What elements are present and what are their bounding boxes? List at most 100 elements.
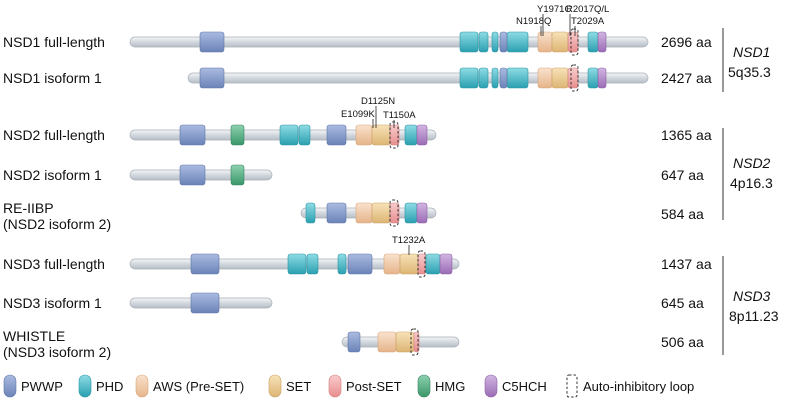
- group-locus-nsd1: 5q35.3: [728, 64, 771, 80]
- legend-swatch: [566, 374, 578, 398]
- mutation-t1232a: T1232A: [392, 235, 426, 246]
- domain-pwwp: [347, 253, 373, 275]
- protein-backbone: [187, 72, 649, 84]
- domain-pwwp: [199, 67, 225, 89]
- mutation-r2017ql: R2017Q/L: [566, 4, 609, 15]
- protein-bar-nsd3-iso1: [129, 292, 273, 314]
- protein-bar-whistle: [341, 328, 460, 356]
- protein-bar-nsd1-iso1: [187, 64, 649, 92]
- domain-c5hch: [416, 202, 428, 224]
- domain-phd: [491, 67, 499, 89]
- group-gene-nsd2: NSD2: [733, 155, 771, 171]
- protein-label-nsd3-full: NSD3 full-length: [3, 256, 105, 272]
- legend: PWWP PHD AWS (Pre-SET) SET Post-SET HMG C5HCH A…: [3, 374, 694, 398]
- domain-postset: [567, 31, 579, 53]
- domain-phd: [404, 124, 418, 146]
- legend-label: PWWP: [21, 379, 63, 394]
- legend-label: Auto-inhibitory loop: [583, 379, 694, 394]
- domain-phd: [478, 67, 489, 89]
- domain-phd: [506, 31, 529, 53]
- domain-set: [551, 67, 569, 89]
- legend-item-loop: Auto-inhibitory loop: [566, 374, 694, 398]
- domain-pwwp: [179, 164, 206, 186]
- protein-length-nsd1-full: 2696 aa: [661, 34, 712, 50]
- domain-hmg: [230, 164, 245, 186]
- protein-length-nsd3-full: 1437 aa: [661, 256, 712, 272]
- domain-pwwp: [199, 31, 225, 53]
- legend-swatch: [484, 374, 498, 398]
- legend-item-postset: Post-SET: [328, 374, 402, 398]
- legend-swatch: [3, 374, 17, 398]
- domain-phd: [459, 67, 479, 89]
- protein-bar-re-iibp: [300, 199, 437, 227]
- legend-label: SET: [286, 379, 311, 394]
- autoinhibitory-loop: [417, 250, 426, 278]
- protein-bar-nsd2-full: [129, 121, 437, 149]
- domain-pwwp: [499, 67, 508, 89]
- protein-length-nsd2-iso1: 647 aa: [661, 167, 704, 183]
- protein-bar-nsd1-full: [129, 28, 649, 56]
- mutation-t2029a: T2029A: [571, 16, 605, 27]
- protein-length-re-iibp: 584 aa: [661, 206, 704, 222]
- legend-item-aws: AWS (Pre-SET): [135, 374, 244, 398]
- autoinhibitory-loop: [389, 199, 399, 227]
- mutation-d1125n: D1125N: [361, 96, 395, 107]
- domain-postset: [389, 124, 400, 146]
- domain-aws: [537, 31, 553, 53]
- legend-label: Post-SET: [346, 379, 402, 394]
- protein-label-re-iibp-sub: (NSD2 isoform 2): [3, 216, 111, 232]
- protein-label-nsd2-iso1: NSD2 isoform 1: [3, 167, 102, 183]
- domain-phd: [459, 31, 479, 53]
- legend-label: HMG: [435, 379, 465, 394]
- domain-phd: [491, 31, 499, 53]
- legend-swatch: [417, 374, 431, 398]
- mutation-e1099k: E1099K: [341, 109, 375, 120]
- domain-phd: [279, 124, 299, 146]
- legend-label: PHD: [96, 379, 123, 394]
- domain-hmg: [230, 124, 245, 146]
- domain-aws: [355, 202, 373, 224]
- protein-length-nsd1-iso1: 2427 aa: [661, 70, 712, 86]
- legend-swatch: [328, 374, 342, 398]
- domain-phd: [305, 202, 316, 224]
- protein-length-nsd2-full: 1365 aa: [661, 127, 712, 143]
- legend-item-c5hch: C5HCH: [484, 374, 547, 398]
- legend-swatch: [135, 374, 149, 398]
- domain-set: [399, 253, 419, 275]
- domain-set: [551, 31, 569, 53]
- protein-length-nsd3-iso1: 645 aa: [661, 295, 704, 311]
- domain-set: [371, 202, 391, 224]
- domain-pwwp: [190, 253, 220, 275]
- domain-aws: [383, 253, 401, 275]
- protein-length-whistle: 506 aa: [661, 334, 704, 350]
- protein-label-nsd1-iso1: NSD1 isoform 1: [3, 70, 102, 86]
- domain-phd: [587, 67, 599, 89]
- mutation-n1918q: N1918Q: [516, 16, 551, 27]
- legend-item-set: SET: [268, 374, 311, 398]
- legend-swatch: [78, 374, 92, 398]
- legend-item-hmg: HMG: [417, 374, 465, 398]
- domain-phd: [506, 67, 529, 89]
- domain-phd: [404, 202, 418, 224]
- domain-postset: [567, 67, 579, 89]
- domain-set: [371, 124, 391, 146]
- group-locus-nsd2: 4p16.3: [730, 175, 773, 191]
- protein-label-whistle-sub: (NSD3 isoform 2): [3, 344, 111, 360]
- domain-phd: [425, 253, 441, 275]
- mutation-y1971c: Y1971C: [537, 4, 571, 15]
- legend-label: C5HCH: [502, 379, 547, 394]
- protein-label-nsd3-iso1: NSD3 isoform 1: [3, 295, 102, 311]
- protein-rows: [129, 28, 649, 356]
- mutation-t1150a: T1150A: [383, 110, 416, 121]
- domain-pwwp: [179, 124, 206, 146]
- domain-aws: [355, 124, 373, 146]
- autoinhibitory-loop: [570, 28, 579, 56]
- domain-phd: [587, 31, 599, 53]
- domain-pwwp: [347, 331, 361, 353]
- legend-label: AWS (Pre-SET): [153, 379, 244, 394]
- protein-label-nsd1-full: NSD1 full-length: [3, 34, 105, 50]
- group-locus-nsd3: 8p11.23: [729, 308, 779, 324]
- domain-pwwp: [326, 124, 347, 146]
- protein-label-whistle: WHISTLE: [3, 328, 65, 344]
